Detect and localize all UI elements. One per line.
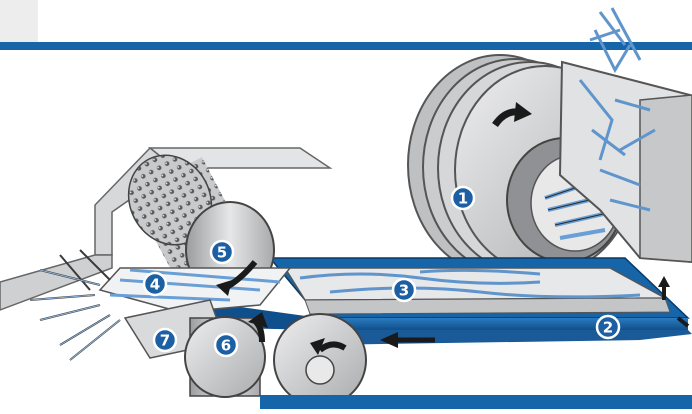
belt-arrow-head — [380, 332, 398, 348]
tension-arrow-up-head — [658, 276, 670, 287]
badge-2: 2 — [595, 314, 621, 340]
pinch-rotation-arrow — [318, 341, 347, 353]
roll5-arrow-head — [216, 280, 232, 296]
feed-hopper — [558, 7, 692, 264]
badge-2-text: 2 — [603, 319, 613, 337]
badge-6-text: 6 — [221, 337, 231, 355]
badge-6: 6 — [213, 332, 239, 358]
badge-5-text: 5 — [217, 244, 227, 262]
tension-arrow-side — [676, 316, 690, 328]
badge-3: 3 — [391, 277, 417, 303]
badge-7: 7 — [152, 327, 178, 353]
header-blue-rule — [0, 42, 692, 50]
roll6-arrow-head — [248, 312, 268, 328]
badge-5: 5 — [209, 239, 235, 265]
badge-1-text: 1 — [458, 190, 468, 208]
transfer-plate — [283, 267, 671, 315]
badge-3-text: 3 — [399, 282, 409, 300]
bottom-belt — [260, 395, 692, 409]
header-left-tab — [0, 0, 38, 42]
badge-4-text: 4 — [150, 276, 160, 294]
badge-4: 4 — [142, 271, 168, 297]
drum-arrow-head — [514, 102, 532, 122]
badge-7-text: 7 — [160, 332, 170, 350]
badge-1: 1 — [450, 185, 476, 211]
pinch-arrow-head — [310, 338, 325, 355]
pinch-roll — [260, 313, 692, 409]
